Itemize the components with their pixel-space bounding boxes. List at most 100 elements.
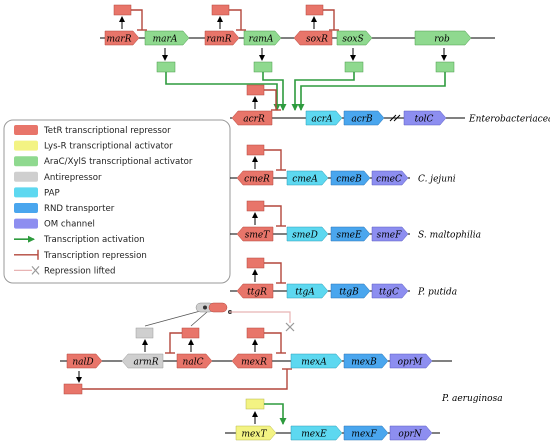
legend-label: AraC/XylS transcriptional activator — [44, 157, 193, 167]
smeF-label: smeF — [377, 231, 402, 241]
smeT-gene — [236, 226, 274, 242]
rob-label: rob — [434, 35, 450, 45]
legend-item: Transcription repression — [14, 249, 147, 261]
ttgR-gene — [236, 283, 274, 299]
legend-item: AraC/XylS transcriptional activator — [14, 156, 193, 167]
soxS-label: soxS — [342, 35, 363, 45]
complex-link — [144, 309, 205, 327]
soxR-label: soxR — [306, 35, 328, 45]
soxR-repression — [323, 9, 335, 30]
legend-swatch — [14, 218, 38, 229]
complex-link — [190, 311, 208, 327]
legend-label: Transcription activation — [43, 235, 145, 245]
cmeC-gene — [371, 170, 409, 186]
rob-protein — [435, 61, 455, 73]
cjejuni-panel: cmeR cmeA cmeB cmeC C. jejuni — [230, 144, 456, 186]
legend-swatch — [14, 140, 38, 151]
nalD-label: nalD — [72, 358, 93, 368]
mexR-label: mexR — [241, 358, 267, 368]
acrR-label: acrR — [243, 115, 265, 125]
legend-label: Repression lifted — [44, 266, 116, 276]
ttgC-gene — [371, 283, 409, 299]
legend-item: RND transporter — [14, 203, 115, 214]
smeD-gene — [286, 226, 329, 242]
activation-arrows — [165, 72, 446, 111]
soxR-gene — [293, 30, 333, 46]
tolC-label: tolC — [415, 115, 434, 125]
lifted-cross — [285, 322, 295, 332]
gap-mark — [389, 114, 397, 122]
cmeB-label: cmeB — [336, 175, 362, 185]
ttgR-repression — [264, 262, 282, 283]
nalD-protein — [63, 383, 83, 395]
ttgR-label: ttgR — [247, 288, 267, 298]
armR-label: armR — [134, 358, 159, 368]
smeE-gene — [330, 226, 371, 242]
smeT-repression — [264, 205, 282, 226]
armR-gene — [121, 353, 164, 369]
cmeA-label: cmeA — [292, 175, 318, 185]
legend-label: Antirepressor — [44, 173, 102, 183]
ttgB-gene — [330, 283, 371, 299]
cmeC-label: cmeC — [376, 175, 402, 185]
ttgA-label: ttgA — [295, 288, 315, 298]
legend-item: Repression lifted — [14, 266, 116, 276]
marR-protein — [113, 4, 132, 16]
smeD-label: smeD — [292, 231, 318, 241]
cmeR-protein — [246, 144, 265, 156]
gap-mark — [393, 114, 401, 122]
legend-swatch — [14, 203, 38, 213]
armR-nalC-complex — [208, 302, 228, 313]
organism-label-cjejuni: C. jejuni — [418, 175, 456, 185]
ramR-protein — [211, 4, 230, 16]
enterobacteriaceae-panel: marR marA ramR ramA soxR soxS rob — [100, 4, 550, 126]
mexT-gene — [235, 425, 277, 441]
mexR-gene — [231, 353, 273, 369]
mexT-label: mexT — [242, 430, 268, 440]
smeE-label: smeE — [336, 231, 361, 241]
ttgC-label: ttgC — [379, 288, 399, 298]
legend-item: OM channel — [14, 218, 95, 230]
cmeR-gene — [236, 170, 274, 186]
mexT-protein — [245, 398, 265, 410]
acrB-gene — [343, 110, 385, 126]
acrA-label: acrA — [311, 115, 333, 125]
soxS-protein — [344, 61, 364, 73]
marR-gene — [104, 30, 140, 46]
legend-box — [3, 119, 231, 284]
cmeB-gene — [330, 170, 371, 186]
legend-swatch — [14, 171, 38, 182]
legend-item: PAP — [14, 187, 60, 198]
pputida-panel: ttgR ttgA ttgB ttgC P. putida — [230, 257, 457, 299]
smeT-protein — [246, 200, 265, 212]
ttgA-gene — [286, 283, 329, 299]
marR-label: marR — [107, 35, 132, 45]
acrR-repression — [264, 89, 277, 110]
legend-swatch — [14, 187, 38, 198]
smaltophilia-panel: smeT smeD smeE smeF S. maltophilia — [230, 200, 481, 242]
nalD-repression — [82, 369, 288, 390]
mexB-gene — [343, 353, 389, 369]
legend-swatch — [14, 156, 38, 167]
oprM-label: oprM — [398, 358, 423, 368]
ramA-label: ramA — [249, 35, 274, 45]
acrR-gene — [231, 110, 273, 126]
marA-label: marA — [153, 35, 178, 45]
legend-item: TetR transcriptional repressor — [14, 125, 171, 136]
marA-gene — [144, 30, 190, 46]
ramR-repression — [229, 9, 242, 30]
mexF-label: mexF — [351, 430, 377, 440]
cross-icon — [31, 266, 40, 275]
acrR-protein — [246, 84, 265, 96]
mexE-gene — [290, 425, 343, 441]
ttgB-label: ttgB — [339, 288, 359, 298]
mexA-label: mexA — [301, 358, 327, 368]
marA-protein — [156, 61, 176, 73]
smeF-gene — [371, 226, 409, 242]
smeT-label: smeT — [245, 231, 270, 241]
mexA-gene — [290, 353, 343, 369]
oprM-gene — [389, 353, 433, 369]
legend-label: PAP — [44, 188, 60, 198]
cmeA-gene — [286, 170, 329, 186]
